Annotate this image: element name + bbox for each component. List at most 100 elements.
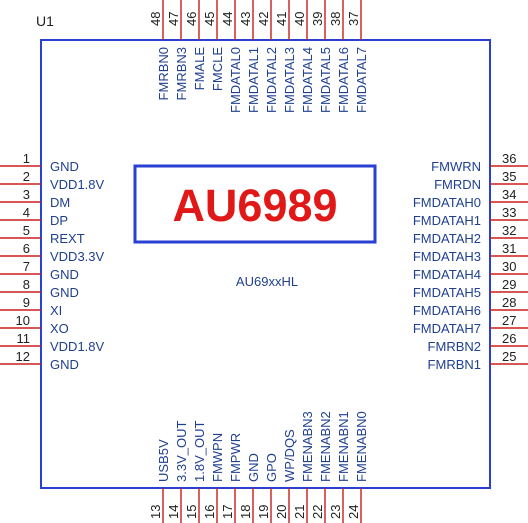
pin-number: 41 [274,12,289,26]
pin-number: 42 [256,12,271,26]
pin-number: 44 [220,12,235,26]
pin-number: 17 [220,505,235,519]
pin-number: 9 [23,295,30,310]
pin-label: GND [50,159,79,174]
pin-label: FMDATAL5 [318,47,333,113]
pin-number: 47 [166,12,181,26]
pin-label: FMDATAH1 [413,213,481,228]
pin-number: 31 [502,241,516,256]
pin-label: FMDATAH3 [413,249,481,264]
part-number: AU69xxHL [236,274,298,289]
pin-number: 23 [328,505,343,519]
pin-number: 7 [23,259,30,274]
pin-label: DM [50,195,70,210]
pin-label: FMDATAL3 [282,47,297,113]
pin-label: XO [50,321,69,336]
pin-number: 25 [502,349,516,364]
pin-label: FMPWR [228,433,243,482]
pin-number: 18 [238,505,253,519]
pin-number: 4 [23,205,30,220]
pin-number: 27 [502,313,516,328]
pin-number: 34 [502,187,516,202]
pin-label: FMRBN0 [156,47,171,100]
pin-number: 12 [16,349,30,364]
pin-number: 45 [202,12,217,26]
pin-number: 43 [238,12,253,26]
pin-label: REXT [50,231,85,246]
chip-name: AU6989 [172,180,337,231]
pin-number: 40 [292,12,307,26]
pin-label: FMWRN [431,159,481,174]
pin-label: VDD1.8V [50,177,105,192]
pin-label: 1.8V_OUT [192,421,207,482]
pin-label: FMDATAL6 [336,47,351,113]
pin-number: 8 [23,277,30,292]
pin-number: 21 [292,505,307,519]
pin-label: FMDATAL4 [300,47,315,113]
pin-label: FMENABN1 [336,411,351,482]
pin-label: FMDATAH0 [413,195,481,210]
pin-label: FMDATAH4 [413,267,481,282]
pin-label: FMWPN [210,433,225,482]
pin-label: XI [50,303,62,318]
pin-label: FMDATAH5 [413,285,481,300]
pin-number: 10 [16,313,30,328]
pin-label: FMENABN3 [300,411,315,482]
pin-label: FMDATAL2 [264,47,279,113]
pin-number: 1 [23,151,30,166]
pin-number: 36 [502,151,516,166]
pin-label: FMRDN [434,177,481,192]
pin-number: 16 [202,505,217,519]
pin-label: FMDATAH7 [413,321,481,336]
pin-label: GND [50,357,79,372]
pin-number: 37 [346,12,361,26]
pin-number: 14 [166,505,181,519]
pin-label: FMDATAH6 [413,303,481,318]
pin-label: VDD1.8V [50,339,105,354]
pin-label: FMDATAL0 [228,47,243,113]
pin-label: FMRBN3 [174,47,189,100]
pin-number: 15 [184,505,199,519]
pin-number: 30 [502,259,516,274]
pin-number: 39 [310,12,325,26]
pin-label: FMRBN2 [428,339,481,354]
pin-label: FMDATAL1 [246,47,261,113]
pin-label: FMDATAL7 [354,47,369,113]
pin-label: 3.3V_OUT [174,421,189,482]
pin-label: FMALE [192,47,207,91]
pin-label: GPO [264,453,279,482]
pin-label: WP/DQS [282,429,297,482]
pin-label: FMDATAH2 [413,231,481,246]
pin-label: DP [50,213,68,228]
component-reference: U1 [36,13,54,29]
pin-number: 3 [23,187,30,202]
pin-number: 13 [148,505,163,519]
pin-number: 11 [17,331,31,346]
pin-number: 22 [310,505,325,519]
pin-number: 35 [502,169,516,184]
pin-number: 24 [346,505,361,519]
ic-body-outline [40,39,491,489]
pin-label: FMENABN0 [354,411,369,482]
pin-number: 2 [23,169,30,184]
pin-label: FMENABN2 [318,411,333,482]
pin-label: GND [50,285,79,300]
chip-name-box [133,164,377,244]
pin-number: 19 [256,505,271,519]
pin-label: USB5V [156,439,171,482]
pin-number: 33 [502,205,516,220]
pin-label: FMRBN1 [428,357,481,372]
pin-number: 46 [184,12,199,26]
pin-number: 6 [23,241,30,256]
pin-number: 32 [502,223,516,238]
pin-label: FMCLE [210,47,225,91]
pin-label: VDD3.3V [50,249,105,264]
pin-number: 20 [274,505,289,519]
pin-label: GND [50,267,79,282]
pin-number: 48 [148,12,163,26]
pin-number: 38 [328,12,343,26]
pin-number: 29 [502,277,516,292]
